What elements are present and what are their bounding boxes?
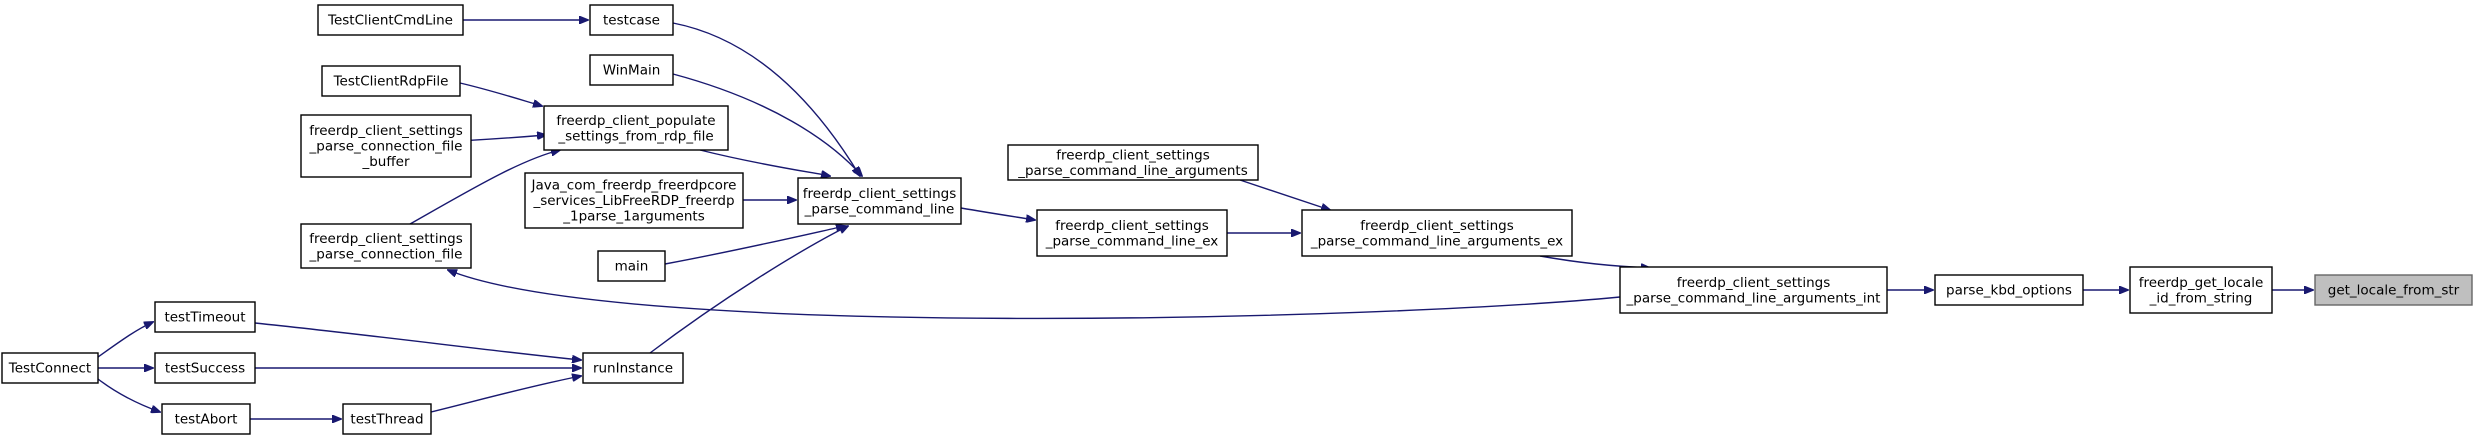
node-box bbox=[321, 65, 461, 97]
node-box bbox=[2314, 274, 2473, 306]
node-box bbox=[2129, 266, 2273, 314]
node-label-line: WinMain bbox=[603, 63, 661, 79]
node-label-line: freerdp_client_settings bbox=[1360, 218, 1513, 234]
node-testabort[interactable]: testAbort bbox=[161, 403, 251, 435]
node-label-line: get_locale_from_str bbox=[2328, 283, 2460, 299]
node-winmain[interactable]: WinMain bbox=[589, 54, 674, 86]
node-cmdex[interactable]: freerdp_client_settings_parse_command_li… bbox=[1036, 209, 1228, 257]
node-label-line: freerdp_get_locale bbox=[2139, 275, 2264, 291]
node-label-line: freerdp_client_settings bbox=[309, 123, 462, 139]
node-connfile[interactable]: freerdp_client_settings_parse_connection… bbox=[300, 223, 472, 269]
edges-layer bbox=[97, 20, 2313, 419]
node-label-line: runInstance bbox=[593, 361, 673, 377]
node-label-line: TestClientRdpFile bbox=[333, 74, 449, 90]
node-label-line: _parse_connection_file bbox=[309, 139, 463, 155]
node-box bbox=[154, 301, 256, 333]
node-box bbox=[1934, 274, 2084, 306]
node-label-line: testThread bbox=[350, 412, 423, 428]
node-label-line: freerdp_client_settings bbox=[803, 186, 956, 202]
node-label-line: testAbort bbox=[175, 412, 238, 428]
node-args[interactable]: freerdp_client_settings_parse_command_li… bbox=[1007, 144, 1259, 181]
node-parsekbd[interactable]: parse_kbd_options bbox=[1934, 274, 2084, 306]
node-label-line: _parse_command_line bbox=[804, 201, 955, 217]
edge-runinstance-to-cmd bbox=[649, 226, 848, 354]
node-label-line: TestClientCmdLine bbox=[327, 13, 453, 29]
node-label-line: _1parse_1arguments bbox=[562, 209, 704, 225]
node-testsuccess[interactable]: testSuccess bbox=[154, 352, 256, 384]
node-box bbox=[543, 105, 729, 151]
node-label-line: freerdp_client_settings bbox=[309, 231, 462, 247]
node-label-line: _parse_command_line_arguments_int bbox=[1626, 290, 1881, 306]
edge-cmd-to-cmdex bbox=[960, 207, 1035, 220]
node-label-line: _settings_from_rdp_file bbox=[557, 128, 713, 144]
node-runinstance[interactable]: runInstance bbox=[582, 352, 684, 384]
node-label-line: _parse_command_line_arguments bbox=[1017, 163, 1248, 179]
node-box bbox=[1036, 209, 1228, 257]
node-label-line: _parse_command_line_ex bbox=[1045, 233, 1219, 249]
node-label-line: _buffer bbox=[361, 154, 409, 170]
edge-testconnect-to-testtimeout bbox=[97, 322, 153, 358]
node-label-line: _parse_connection_file bbox=[309, 246, 463, 262]
node-populate[interactable]: freerdp_client_populate_settings_from_rd… bbox=[543, 105, 729, 151]
node-box bbox=[797, 177, 962, 225]
node-java[interactable]: Java_com_freerdp_freerdpcore_services_Li… bbox=[524, 172, 744, 229]
node-box bbox=[161, 403, 251, 435]
node-box bbox=[589, 54, 674, 86]
node-main[interactable]: main bbox=[597, 250, 666, 282]
node-box bbox=[1619, 266, 1888, 314]
node-getlocale[interactable]: get_locale_from_str bbox=[2314, 274, 2473, 306]
node-cmdline[interactable]: TestClientCmdLine bbox=[317, 4, 464, 36]
edge-testconnect-to-testabort bbox=[97, 378, 160, 412]
node-box bbox=[1301, 209, 1573, 257]
edge-rdpfile-to-populate bbox=[459, 82, 542, 106]
node-testcase[interactable]: testcase bbox=[589, 4, 674, 36]
node-label-line: freerdp_client_settings bbox=[1056, 147, 1209, 163]
node-box bbox=[1007, 144, 1259, 181]
node-argsint[interactable]: freerdp_client_settings_parse_command_li… bbox=[1619, 266, 1888, 314]
node-argsex[interactable]: freerdp_client_settings_parse_command_li… bbox=[1301, 209, 1573, 257]
node-testtimeout[interactable]: testTimeout bbox=[154, 301, 256, 333]
edge-testthread-to-runinstance bbox=[430, 376, 581, 413]
edge-main-to-cmd bbox=[664, 226, 845, 265]
edge-testcase-to-cmd bbox=[672, 22, 860, 176]
edge-argsint-to-connfile bbox=[448, 270, 1621, 320]
node-label-line: _parse_command_line_arguments_ex bbox=[1310, 233, 1563, 249]
node-box bbox=[524, 172, 744, 229]
edge-args-to-argsex bbox=[1239, 179, 1330, 210]
node-box bbox=[300, 114, 472, 178]
edge-connfile-to-populate bbox=[409, 150, 560, 225]
node-label-line: freerdp_client_populate bbox=[556, 113, 715, 129]
node-label-line: TestConnect bbox=[8, 361, 91, 377]
node-box bbox=[597, 250, 666, 282]
node-label-line: parse_kbd_options bbox=[1946, 283, 2072, 299]
edge-testtimeout-to-runinstance bbox=[254, 322, 581, 360]
nodes-layer: get_locale_from_str freerdp_get_locale_id… bbox=[1, 4, 2473, 435]
edge-populate-to-cmd bbox=[699, 149, 830, 176]
node-box bbox=[154, 352, 256, 384]
node-box bbox=[1, 352, 99, 384]
node-box bbox=[582, 352, 684, 384]
node-label-line: main bbox=[615, 259, 649, 275]
node-label-line: freerdp_client_settings bbox=[1055, 218, 1208, 234]
node-box bbox=[300, 223, 472, 269]
node-testthread[interactable]: testThread bbox=[342, 403, 432, 435]
edge-winmain-to-cmd bbox=[672, 73, 862, 176]
edge-argsex-to-argsint bbox=[1539, 255, 1650, 268]
node-rdpfile[interactable]: TestClientRdpFile bbox=[321, 65, 461, 97]
node-connbuf[interactable]: freerdp_client_settings_parse_connection… bbox=[300, 114, 472, 178]
node-label-line: freerdp_client_settings bbox=[1677, 275, 1830, 291]
node-label-line: testTimeout bbox=[164, 310, 245, 326]
node-box bbox=[317, 4, 464, 36]
node-box bbox=[589, 4, 674, 36]
node-box bbox=[342, 403, 432, 435]
node-testconnect[interactable]: TestConnect bbox=[1, 352, 99, 384]
node-label-line: testSuccess bbox=[165, 361, 245, 377]
node-label-line: _id_from_string bbox=[2149, 290, 2253, 306]
node-fgetlocale[interactable]: freerdp_get_locale_id_from_string bbox=[2129, 266, 2273, 314]
node-label-line: testcase bbox=[603, 13, 660, 29]
node-label-line: _services_LibFreeRDP_freerdp bbox=[532, 193, 734, 209]
node-label-line: Java_com_freerdp_freerdpcore bbox=[531, 178, 737, 194]
node-cmd[interactable]: freerdp_client_settings_parse_command_li… bbox=[797, 177, 962, 225]
